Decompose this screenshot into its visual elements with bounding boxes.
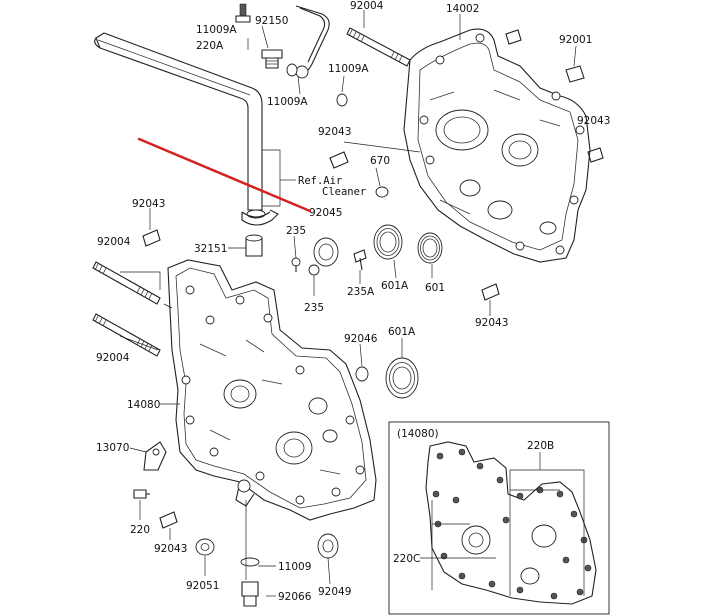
label-92045: 92045 bbox=[309, 207, 342, 219]
washer-11009a bbox=[286, 63, 348, 107]
inset-title: (14080) bbox=[397, 428, 439, 440]
leader-lines bbox=[119, 10, 577, 597]
label-670: 670 bbox=[370, 155, 390, 167]
red-annotation-line bbox=[137, 137, 312, 213]
plug-92001 bbox=[565, 65, 585, 83]
label-220a: 220A bbox=[196, 40, 224, 52]
plug-92066 bbox=[241, 581, 259, 607]
label-92004-left1: 92004 bbox=[97, 236, 131, 248]
bolt-235a bbox=[353, 249, 367, 271]
inset-label-220c: 220C bbox=[393, 553, 420, 565]
dowel-pins bbox=[142, 29, 604, 529]
label-92066: 92066 bbox=[278, 591, 312, 603]
label-235a: 235A bbox=[347, 286, 375, 298]
label-92043-bottom: 92043 bbox=[154, 543, 187, 555]
label-92043-mid: 92043 bbox=[318, 126, 351, 138]
label-92004-left2: 92004 bbox=[96, 352, 130, 364]
hose-clamp bbox=[241, 209, 279, 226]
label-11009a-top: 11009A bbox=[196, 24, 237, 36]
oil-pipe bbox=[235, 3, 330, 79]
label-92051: 92051 bbox=[186, 580, 219, 592]
collar-92046 bbox=[355, 366, 369, 382]
label-ref-air-2: Cleaner bbox=[322, 186, 366, 198]
gasket-11009 bbox=[240, 557, 260, 567]
breather-tube bbox=[94, 32, 266, 219]
stud-92004-top bbox=[346, 27, 411, 67]
o-ring-670 bbox=[375, 186, 389, 198]
label-92049: 92049 bbox=[318, 586, 351, 598]
bolt-220 bbox=[133, 489, 150, 499]
screws-235 bbox=[291, 257, 320, 276]
studs-92004-left bbox=[92, 261, 161, 357]
label-92001: 92001 bbox=[559, 34, 592, 46]
right-crankcase bbox=[403, 28, 591, 263]
seal-92051 bbox=[195, 538, 215, 556]
label-14080: 14080 bbox=[127, 399, 160, 411]
bearing-601 bbox=[417, 232, 443, 264]
label-13070: 13070 bbox=[96, 442, 129, 454]
oil-seal-92045 bbox=[313, 237, 339, 267]
label-92043-lower-right: 92043 bbox=[475, 317, 508, 329]
inset-panel: (14080) 220B 220C bbox=[388, 421, 610, 615]
left-crankcase bbox=[167, 259, 377, 521]
label-220: 220 bbox=[130, 524, 150, 536]
part-labels: 11009A 92150 220A 92004 14002 92001 1100… bbox=[96, 0, 610, 603]
label-235-bottom: 235 bbox=[304, 302, 324, 314]
banjo-bolt bbox=[261, 49, 283, 69]
label-11009a-left: 11009A bbox=[267, 96, 308, 108]
label-601a-top: 601A bbox=[381, 280, 409, 292]
label-601: 601 bbox=[425, 282, 445, 294]
bearing-601a-mid bbox=[385, 357, 419, 399]
inset-label-220b: 220B bbox=[527, 440, 554, 452]
label-601a-mid: 601A bbox=[388, 326, 416, 338]
bushing-32151 bbox=[245, 234, 263, 257]
bracket-13070 bbox=[143, 441, 167, 471]
seal-92049 bbox=[317, 533, 339, 559]
label-92004-top: 92004 bbox=[350, 0, 384, 12]
label-11009a-mid: 11009A bbox=[328, 63, 369, 75]
label-92043-left: 92043 bbox=[132, 198, 165, 210]
label-92046: 92046 bbox=[344, 333, 378, 345]
label-235-top: 235 bbox=[286, 225, 306, 237]
label-92150: 92150 bbox=[255, 15, 288, 27]
label-32151: 32151 bbox=[194, 243, 227, 255]
bearing-601a-top bbox=[373, 224, 403, 260]
label-11009-bottom: 11009 bbox=[278, 561, 311, 573]
label-92043-right: 92043 bbox=[577, 115, 610, 127]
label-ref-air-1: Ref.Air bbox=[298, 175, 342, 187]
label-14002: 14002 bbox=[446, 3, 479, 15]
